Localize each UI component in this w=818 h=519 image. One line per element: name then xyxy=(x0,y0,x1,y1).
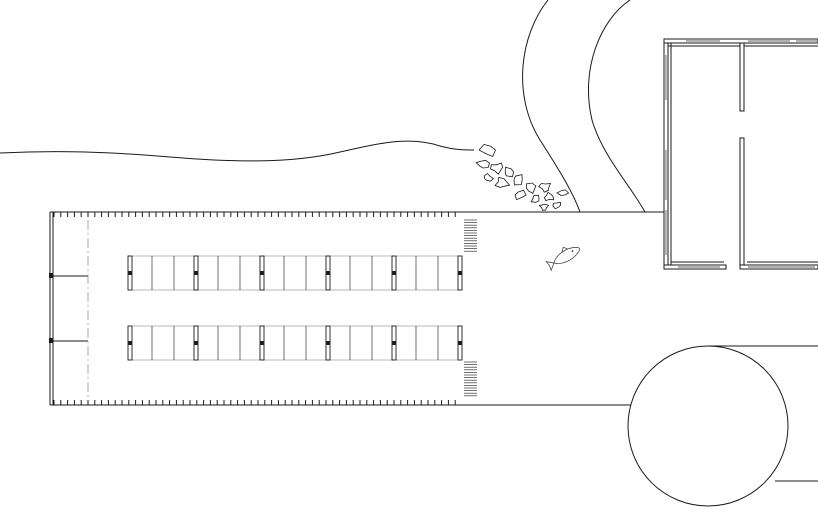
rock xyxy=(538,183,552,193)
right-hill-curve xyxy=(588,0,646,213)
column-core xyxy=(128,271,132,275)
rock xyxy=(494,176,511,188)
rock xyxy=(530,194,540,203)
landscape-curves xyxy=(0,0,646,213)
wall-column-top xyxy=(49,273,53,278)
column-core xyxy=(194,341,198,345)
column-core xyxy=(194,271,198,275)
column-core xyxy=(260,341,264,345)
rock xyxy=(543,191,555,202)
rock xyxy=(538,203,550,211)
column-core xyxy=(326,271,330,275)
column-core xyxy=(326,341,330,345)
building xyxy=(663,38,818,270)
left-hill-curve xyxy=(522,0,581,213)
rock-cluster xyxy=(475,143,570,211)
rock xyxy=(483,172,495,182)
parking-bays xyxy=(127,255,463,361)
column-core xyxy=(392,271,396,275)
column-core xyxy=(458,341,462,345)
wavy-path-line xyxy=(0,140,475,162)
column-core xyxy=(260,271,264,275)
rock xyxy=(513,174,523,186)
edge-ticks xyxy=(53,212,456,405)
column-core xyxy=(128,341,132,345)
column-core xyxy=(392,341,396,345)
stair-hatches xyxy=(464,219,477,397)
rock xyxy=(504,166,515,178)
roundabout-circle xyxy=(627,345,789,507)
building-windows xyxy=(665,40,818,268)
rock xyxy=(552,201,561,210)
parking-structure xyxy=(49,211,477,406)
building-partition-lower xyxy=(739,137,745,270)
building-partition-upper xyxy=(739,42,745,112)
rock xyxy=(514,189,527,201)
column-core xyxy=(458,271,462,275)
rock xyxy=(490,162,504,175)
rock xyxy=(475,159,490,169)
wall-column-bottom xyxy=(49,338,53,343)
fish-icon xyxy=(545,246,580,272)
rock xyxy=(556,189,570,196)
rock xyxy=(478,143,496,158)
rock xyxy=(525,182,537,194)
driveway-outline xyxy=(462,211,818,482)
